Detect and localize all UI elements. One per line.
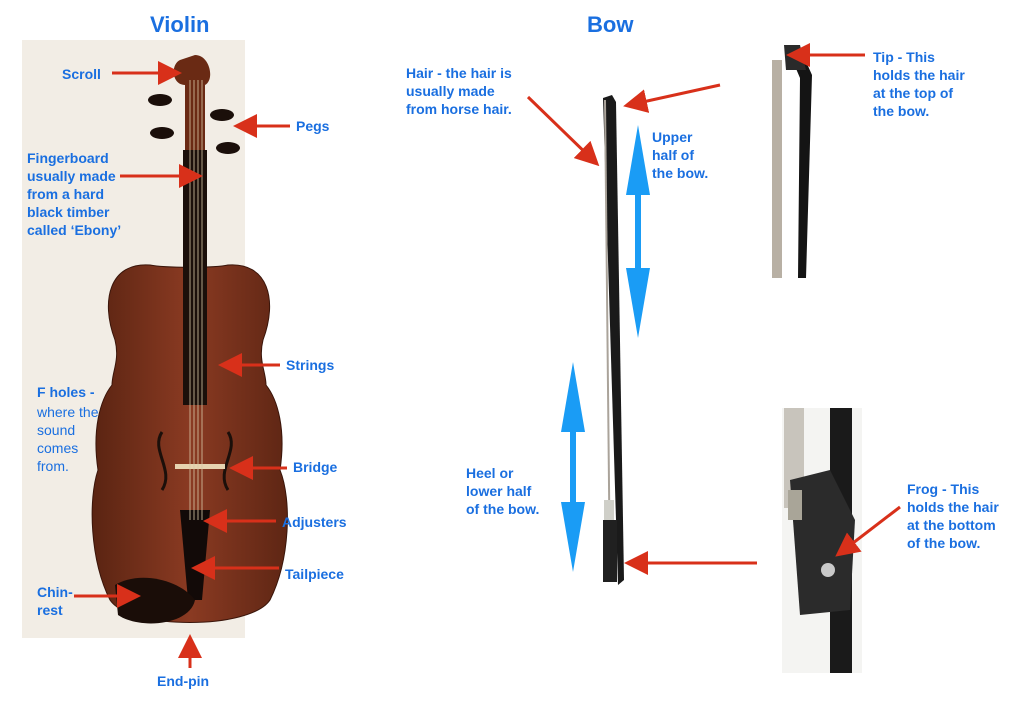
label-frog: Frog - This holds the hair at the bottom… — [907, 481, 999, 551]
label-tip: Tip - This holds the hair at the top of … — [873, 49, 965, 119]
label-upper-half: Upper half of the bow. — [652, 129, 709, 181]
label-heel: Heel or lower half of the bow. — [466, 465, 540, 517]
label-chinrest: Chin- rest — [37, 584, 73, 618]
bow-image — [603, 95, 624, 585]
label-tailpiece: Tailpiece — [285, 566, 344, 582]
label-bridge: Bridge — [293, 459, 338, 475]
label-fholes-description: where the sound comes from. — [37, 404, 99, 474]
label-scroll: Scroll — [62, 66, 101, 82]
violin-title: Violin — [150, 12, 210, 37]
label-strings: Strings — [286, 357, 335, 373]
label-adjusters: Adjusters — [282, 514, 347, 530]
blue-span-arrows — [561, 125, 650, 572]
bow-title: Bow — [587, 12, 634, 37]
label-endpin: End-pin — [157, 673, 210, 689]
label-fholes-heading: F holes - — [37, 384, 95, 400]
bow-frog-closeup — [782, 408, 862, 673]
label-hair: Hair - the hair is usually made from hor… — [406, 65, 512, 117]
bow-tip-closeup — [770, 40, 815, 278]
red-arrows — [74, 43, 901, 668]
label-fingerboard: Fingerboard usually made from a hard bla… — [27, 150, 122, 238]
label-pegs: Pegs — [296, 118, 330, 134]
